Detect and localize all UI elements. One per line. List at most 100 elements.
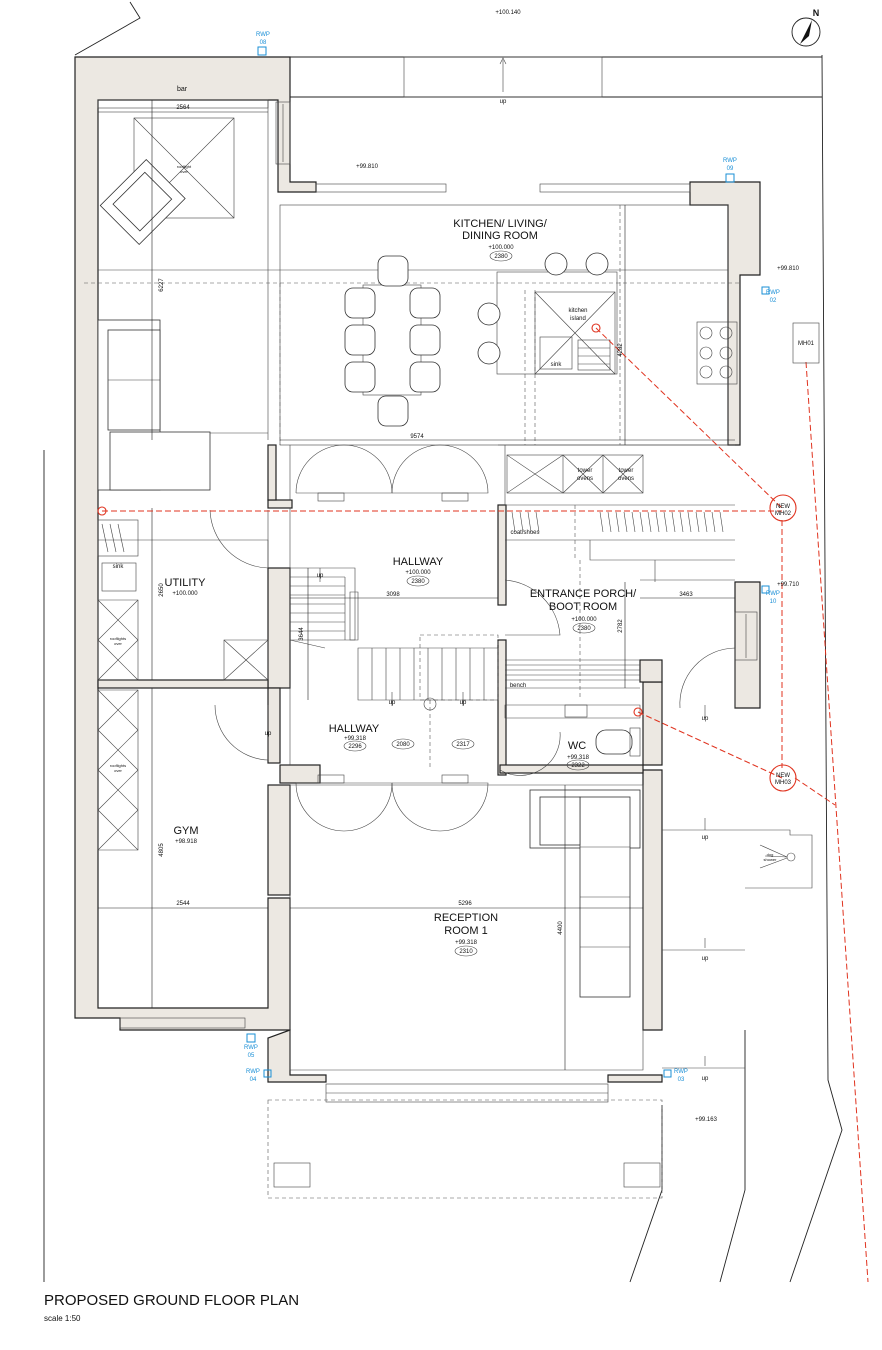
rwp08-b: 08 xyxy=(260,40,267,46)
mh03-label-a: NEW xyxy=(776,773,790,779)
external-walls xyxy=(74,56,761,1083)
drawing-title: PROPOSED GROUND FLOOR PLAN xyxy=(44,1292,300,1309)
hallway-lower-ceiling: 2296 xyxy=(348,744,362,750)
manhole-mh03 xyxy=(769,764,797,792)
site-boundary xyxy=(43,1,843,1283)
reception-name-2: ROOM 1 xyxy=(444,925,487,937)
dim-bar-width: 2564 xyxy=(176,105,190,111)
utility-level: +100.000 xyxy=(172,591,198,597)
dimension-lines xyxy=(98,100,735,1070)
level-top: +100.140 xyxy=(495,10,521,16)
gym-level: +98.918 xyxy=(175,839,198,845)
internal-lines xyxy=(84,100,813,1199)
mh03-label-b: MH03 xyxy=(775,780,792,786)
windows xyxy=(119,101,758,1103)
up-label-side-2: up xyxy=(702,956,709,962)
kitchen-level: +100.000 xyxy=(488,245,514,251)
up-label-hall: up xyxy=(317,573,324,579)
hallway-tag-a: 2080 xyxy=(396,742,410,748)
entrance-level: +100.000 xyxy=(571,617,597,623)
kitchen-name-2: DINING ROOM xyxy=(462,230,538,242)
hallway-tag-b: 2317 xyxy=(456,742,470,748)
wc-fittings xyxy=(564,704,641,757)
kitchen-ceiling: 2380 xyxy=(494,254,508,260)
room-labels: KITCHEN/ LIVING/ DINING ROOM +100.000 23… xyxy=(165,218,637,957)
rwp05-b: 05 xyxy=(248,1053,255,1059)
stair-labels: up up up up up up up up up xyxy=(265,99,709,1082)
dim-gym-height: 4805 xyxy=(159,843,165,857)
tower-ovens-a-2: ovens xyxy=(577,476,593,482)
up-label-gym: up xyxy=(265,731,272,737)
dim-left-height: 6227 xyxy=(159,278,165,292)
mh01-label: MH01 xyxy=(798,341,815,347)
rwp10-a: RWP xyxy=(766,591,780,597)
north-compass xyxy=(791,17,821,47)
sink-label: sink xyxy=(551,362,563,368)
up-label-side-3: up xyxy=(702,1076,709,1082)
tower-ovens-b-1: tower xyxy=(619,468,634,474)
dog-shower-1: dog xyxy=(767,852,774,857)
fixture-labels: bar rooflight over kitchen island sink t… xyxy=(110,86,777,862)
bench-label: bench xyxy=(510,683,526,689)
wc-ceiling: 2322 xyxy=(571,763,585,769)
bar-area xyxy=(97,99,269,491)
level-garden-lower: +99.163 xyxy=(695,1117,718,1123)
dim-stair-len: 3644 xyxy=(299,627,305,641)
rooflights-g-2: over xyxy=(114,768,122,773)
up-arrows xyxy=(319,57,706,1066)
tower-ovens-b-2: ovens xyxy=(618,476,634,482)
hallway-upper-ceiling: 2380 xyxy=(411,579,425,585)
up-label-stair-a: up xyxy=(389,700,396,706)
dim-reception-depth: 4400 xyxy=(558,921,564,935)
mh02-label-b: MH02 xyxy=(775,511,792,517)
up-label-porch: up xyxy=(702,716,709,722)
manhole-mh02 xyxy=(769,494,797,522)
rwp08-a: RWP xyxy=(256,32,270,38)
hallway-lower-name: HALLWAY xyxy=(329,723,380,735)
utility-name: UTILITY xyxy=(165,577,207,589)
mh02-label-a: NEW xyxy=(776,504,790,510)
rwp-labels: RWP 08 RWP 09 RWP 02 RWP 10 RWP 05 RWP 0… xyxy=(244,32,780,1083)
gym-name: GYM xyxy=(173,825,198,837)
dim-reception-width: 5296 xyxy=(458,901,472,907)
up-label-top: up xyxy=(500,99,507,105)
rwp09-a: RWP xyxy=(723,158,737,164)
reception-name-1: RECEPTION xyxy=(434,912,498,924)
dim-utility-height: 2650 xyxy=(159,583,165,597)
wc-name: WC xyxy=(568,740,586,752)
dim-kitchen-width: 9574 xyxy=(410,434,424,440)
dog-shower xyxy=(759,844,796,869)
dimension-labels: 2564 6227 9574 4282 2650 3098 3644 3463 … xyxy=(159,105,693,935)
utility-fittings xyxy=(97,519,269,851)
entrance-name-1: ENTRANCE PORCH/ xyxy=(530,588,637,600)
level-garden-upper: +99.810 xyxy=(356,164,379,170)
rooflights-u-2: over xyxy=(114,641,122,646)
rwp09-b: 09 xyxy=(727,166,734,172)
dog-shower-2: shower xyxy=(764,857,778,862)
skylight-label-2: over xyxy=(180,169,188,174)
hallway-upper-name: HALLWAY xyxy=(393,556,444,568)
compass-north-label: N xyxy=(813,8,820,18)
hallway-upper-level: +100.000 xyxy=(405,570,431,576)
level-labels: +100.140 +99.810 +99.810 +99.710 +99.163 xyxy=(356,10,800,1123)
rwp03-b: 03 xyxy=(678,1077,685,1083)
drainage-runs xyxy=(97,322,869,1283)
dim-gym-width: 2544 xyxy=(176,901,190,907)
rwp-markers xyxy=(246,46,770,1078)
rwp05-a: RWP xyxy=(244,1045,258,1051)
bar-label: bar xyxy=(177,86,188,93)
rwp04-b: 04 xyxy=(250,1077,257,1083)
rooflights-g-1: rooflights xyxy=(110,763,126,768)
rwp10-b: 10 xyxy=(770,599,777,605)
dim-hall-width: 3098 xyxy=(386,592,400,598)
rwp02-a: RWP xyxy=(766,290,780,296)
tower-ovens-a-1: tower xyxy=(578,468,593,474)
kitchen-island xyxy=(477,252,738,385)
island-label-1: kitchen xyxy=(568,308,587,314)
rwp04-a: RWP xyxy=(246,1069,260,1075)
dim-kitchen-depth: 4282 xyxy=(618,343,624,357)
island-label-2: island xyxy=(570,316,586,322)
dim-porch-width: 3463 xyxy=(679,592,693,598)
stairs xyxy=(289,567,499,711)
